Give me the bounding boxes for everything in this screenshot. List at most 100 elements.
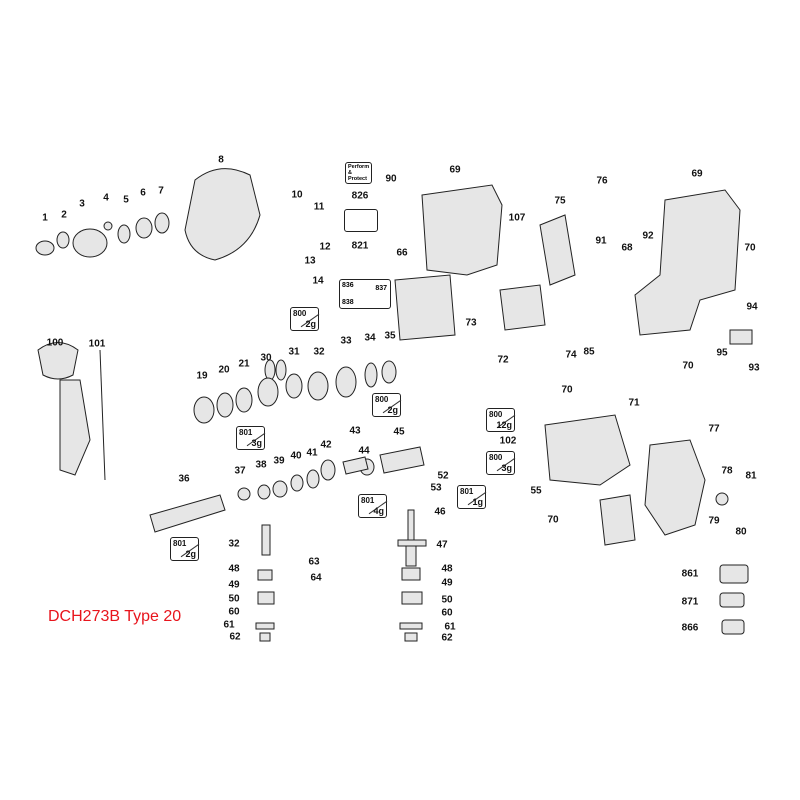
- part-label[interactable]: 52: [437, 470, 449, 482]
- part-label[interactable]: 42: [320, 439, 332, 451]
- part-label[interactable]: 70: [561, 384, 573, 396]
- part-label[interactable]: 20: [218, 364, 230, 376]
- part-label[interactable]: 70: [682, 360, 694, 372]
- part-label[interactable]: 50: [441, 594, 453, 606]
- part-label[interactable]: 95: [716, 347, 728, 359]
- part-label[interactable]: 93: [748, 362, 760, 374]
- part-label[interactable]: 49: [441, 577, 453, 589]
- part-label[interactable]: 11: [313, 201, 325, 213]
- part-label[interactable]: 13: [304, 255, 316, 267]
- part-label[interactable]: 80: [735, 526, 747, 538]
- part-label[interactable]: 79: [708, 515, 720, 527]
- part-label[interactable]: 34: [364, 332, 376, 344]
- part-label[interactable]: 69: [449, 164, 461, 176]
- part-label[interactable]: 78: [721, 465, 733, 477]
- spindle-36: [149, 494, 226, 533]
- part-label[interactable]: 31: [288, 346, 300, 358]
- part-label[interactable]: 74: [565, 349, 577, 361]
- part-label[interactable]: 61: [444, 621, 456, 633]
- part-label[interactable]: 63: [308, 556, 320, 568]
- part-label[interactable]: 50: [228, 593, 240, 605]
- part-label[interactable]: 91: [595, 235, 607, 247]
- part-label[interactable]: 92: [642, 230, 654, 242]
- part-label[interactable]: 48: [441, 563, 453, 575]
- part-label[interactable]: 81: [745, 470, 757, 482]
- part-label[interactable]: 47: [436, 539, 448, 551]
- part-label[interactable]: 8: [218, 154, 224, 166]
- part-label[interactable]: 107: [508, 212, 526, 224]
- part-label[interactable]: 90: [385, 173, 397, 185]
- part-label[interactable]: 10: [291, 189, 303, 201]
- part-label[interactable]: 75: [554, 195, 566, 207]
- part-label[interactable]: 71: [628, 397, 640, 409]
- kit-836-837-838-box[interactable]: 836 837 838: [339, 279, 391, 309]
- grease-quantity: 3g: [501, 463, 512, 473]
- part-label[interactable]: 12: [319, 241, 331, 253]
- part-label[interactable]: 39: [273, 455, 285, 467]
- part-label[interactable]: 36: [178, 473, 190, 485]
- part-label[interactable]: 21: [238, 358, 250, 370]
- part-label[interactable]: 60: [441, 607, 453, 619]
- part-label[interactable]: 55: [530, 485, 542, 497]
- part-label[interactable]: 53: [430, 482, 442, 494]
- kit-part-836: 836: [342, 282, 354, 289]
- part-label[interactable]: 41: [306, 447, 318, 459]
- part-label[interactable]: 32: [313, 346, 325, 358]
- part-label[interactable]: 68: [621, 242, 633, 254]
- part-label[interactable]: 62: [229, 631, 241, 643]
- part-label[interactable]: 61: [223, 619, 235, 631]
- part-label[interactable]: 3: [79, 198, 85, 210]
- part-label[interactable]: 70: [547, 514, 559, 526]
- part-label[interactable]: 69: [691, 168, 703, 180]
- part-label[interactable]: 44: [358, 445, 370, 457]
- part-label[interactable]: 45: [393, 426, 405, 438]
- part-label[interactable]: 7: [158, 185, 164, 197]
- part-label[interactable]: 100: [46, 337, 64, 349]
- part-label[interactable]: 72: [497, 354, 509, 366]
- part-label[interactable]: 821: [351, 240, 369, 252]
- part-label[interactable]: 46: [434, 506, 446, 518]
- part-label[interactable]: 30: [260, 352, 272, 364]
- part-label[interactable]: 70: [744, 242, 756, 254]
- ring-part: [364, 362, 378, 388]
- part-label[interactable]: 871: [681, 596, 699, 608]
- part-label[interactable]: 14: [312, 275, 324, 287]
- part-label[interactable]: 66: [396, 247, 408, 259]
- part-label[interactable]: 40: [290, 450, 302, 462]
- part-label[interactable]: 64: [310, 572, 322, 584]
- part-label[interactable]: 2: [61, 209, 67, 221]
- part-label[interactable]: 866: [681, 622, 699, 634]
- part-label[interactable]: 77: [708, 423, 720, 435]
- part-label[interactable]: 35: [384, 330, 396, 342]
- part-label[interactable]: 4: [103, 192, 109, 204]
- part-label[interactable]: 94: [746, 301, 758, 313]
- part-label[interactable]: 826: [351, 190, 369, 202]
- part-label[interactable]: 1: [42, 212, 48, 224]
- part-label[interactable]: 48: [228, 563, 240, 575]
- part-label[interactable]: 38: [255, 459, 267, 471]
- part-label[interactable]: 62: [441, 632, 453, 644]
- part-label[interactable]: 73: [465, 317, 477, 329]
- part-label[interactable]: 102: [499, 435, 517, 447]
- part-label[interactable]: 49: [228, 579, 240, 591]
- part-label[interactable]: 33: [340, 335, 352, 347]
- part-label[interactable]: 6: [140, 187, 146, 199]
- part-label[interactable]: 43: [349, 425, 361, 437]
- part-label[interactable]: 101: [88, 338, 106, 350]
- part-label[interactable]: 60: [228, 606, 240, 618]
- part-label[interactable]: 5: [123, 194, 129, 206]
- part-label[interactable]: 76: [596, 175, 608, 187]
- part-label[interactable]: 37: [234, 465, 246, 477]
- part-label[interactable]: 19: [196, 370, 208, 382]
- part-label[interactable]: 32: [228, 538, 240, 550]
- part-label[interactable]: 861: [681, 568, 699, 580]
- part-label[interactable]: 85: [583, 346, 595, 358]
